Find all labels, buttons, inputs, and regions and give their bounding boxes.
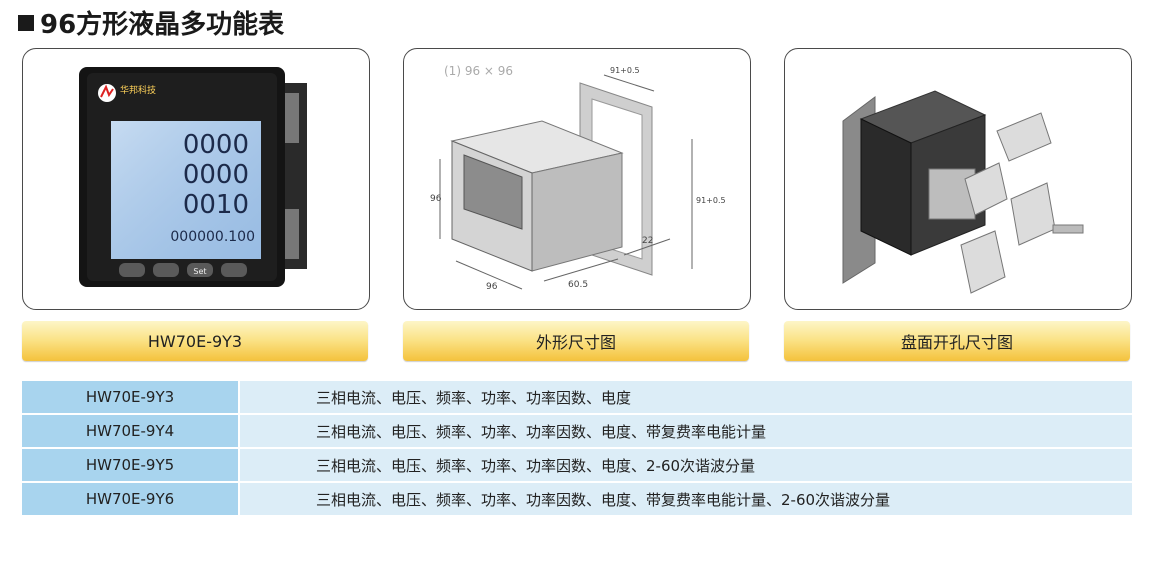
- caption-cutout: 盘面开孔尺寸图: [784, 321, 1130, 361]
- size-label: (1) 96 × 96: [444, 64, 513, 78]
- page-title: 96方形液晶多功能表: [18, 4, 284, 41]
- page-title-text: 96方形液晶多功能表: [40, 10, 285, 40]
- meter-button-set: [187, 263, 213, 277]
- table-row: HW70E-9Y3 三相电流、电压、频率、功率、功率因数、电度: [22, 381, 1132, 413]
- table-row: HW70E-9Y5 三相电流、电压、频率、功率、功率因数、电度、2-60次谐波分…: [22, 449, 1132, 481]
- caption-model: HW70E-9Y3: [22, 321, 368, 361]
- mount-clip-1: [996, 112, 1052, 162]
- description-cell: 三相电流、电压、频率、功率、功率因数、电度: [240, 381, 1132, 413]
- mounting-drawing-panel: [784, 48, 1132, 310]
- meter-side-clip-bottom: [285, 209, 299, 259]
- dimension-drawing-panel: (1) 96 × 96 96 96 60.5 22 91+0.5 91+0.5: [403, 48, 751, 310]
- dim-top: 91+0.5: [610, 66, 640, 75]
- model-cell: HW70E-9Y4: [22, 415, 238, 447]
- table-row: HW70E-9Y4 三相电流、电压、频率、功率、功率因数、电度、带复费率电能计量: [22, 415, 1132, 447]
- brand-logo-mark: [100, 84, 114, 98]
- lcd-reading-2: 0000: [183, 160, 249, 190]
- mount-clip-3: [1010, 182, 1056, 246]
- brand-name: 华邦科技: [120, 84, 156, 96]
- meter-button-right: [153, 263, 179, 277]
- meter-button-left: [119, 263, 145, 277]
- dim-right: 91+0.5: [696, 196, 726, 205]
- dim-width: 96: [486, 282, 498, 292]
- mounting-illustration: [842, 90, 1084, 294]
- meter-illustration: 华邦科技 0000 0000 0010 000000.100 Set: [79, 67, 307, 287]
- lcd-reading-4: 000000.100: [170, 229, 255, 245]
- mount-clip-4: [960, 230, 1006, 294]
- lcd-reading-3: 0010: [183, 190, 249, 220]
- description-cell: 三相电流、电压、频率、功率、功率因数、电度、带复费率电能计量、2-60次谐波分量: [240, 483, 1132, 515]
- model-cell: HW70E-9Y6: [22, 483, 238, 515]
- meter-photo-panel: 华邦科技 0000 0000 0010 000000.100 Set: [22, 48, 370, 310]
- dim-terminal: 22: [642, 236, 653, 246]
- meter-button-enter: [221, 263, 247, 277]
- dim-top-line: [603, 74, 655, 92]
- meter-side-clip-top: [285, 93, 299, 143]
- lcd-reading-1: 0000: [183, 130, 249, 160]
- description-cell: 三相电流、电压、频率、功率、功率因数、电度、带复费率电能计量: [240, 415, 1132, 447]
- dim-terminal-line: [623, 238, 671, 256]
- dim-depth-line: [543, 258, 619, 282]
- dim-width-line: [455, 260, 523, 290]
- mount-meter-rear: [860, 118, 912, 256]
- caption-dimension: 外形尺寸图: [403, 321, 749, 361]
- meter-front-screen: [463, 154, 523, 230]
- model-cell: HW70E-9Y5: [22, 449, 238, 481]
- dimension-illustration: (1) 96 × 96 96 96 60.5 22 91+0.5 91+0.5: [430, 64, 726, 292]
- description-cell: 三相电流、电压、频率、功率、功率因数、电度、2-60次谐波分量: [240, 449, 1132, 481]
- dim-depth: 60.5: [568, 280, 588, 290]
- mount-screw-icon: [1052, 224, 1084, 234]
- model-cell: HW70E-9Y3: [22, 381, 238, 413]
- dim-height: 96: [430, 194, 442, 204]
- mount-terminal-block: [928, 168, 976, 220]
- square-bullet-icon: [18, 14, 34, 31]
- table-row: HW70E-9Y6 三相电流、电压、频率、功率、功率因数、电度、带复费率电能计量…: [22, 483, 1132, 515]
- model-table: HW70E-9Y3 三相电流、电压、频率、功率、功率因数、电度 HW70E-9Y…: [22, 381, 1132, 517]
- mount-clip-2: [964, 162, 1008, 216]
- lcd-glare: [111, 121, 261, 259]
- brand-logo-icon: [98, 84, 116, 102]
- meter-button-set-label: Set: [193, 267, 206, 276]
